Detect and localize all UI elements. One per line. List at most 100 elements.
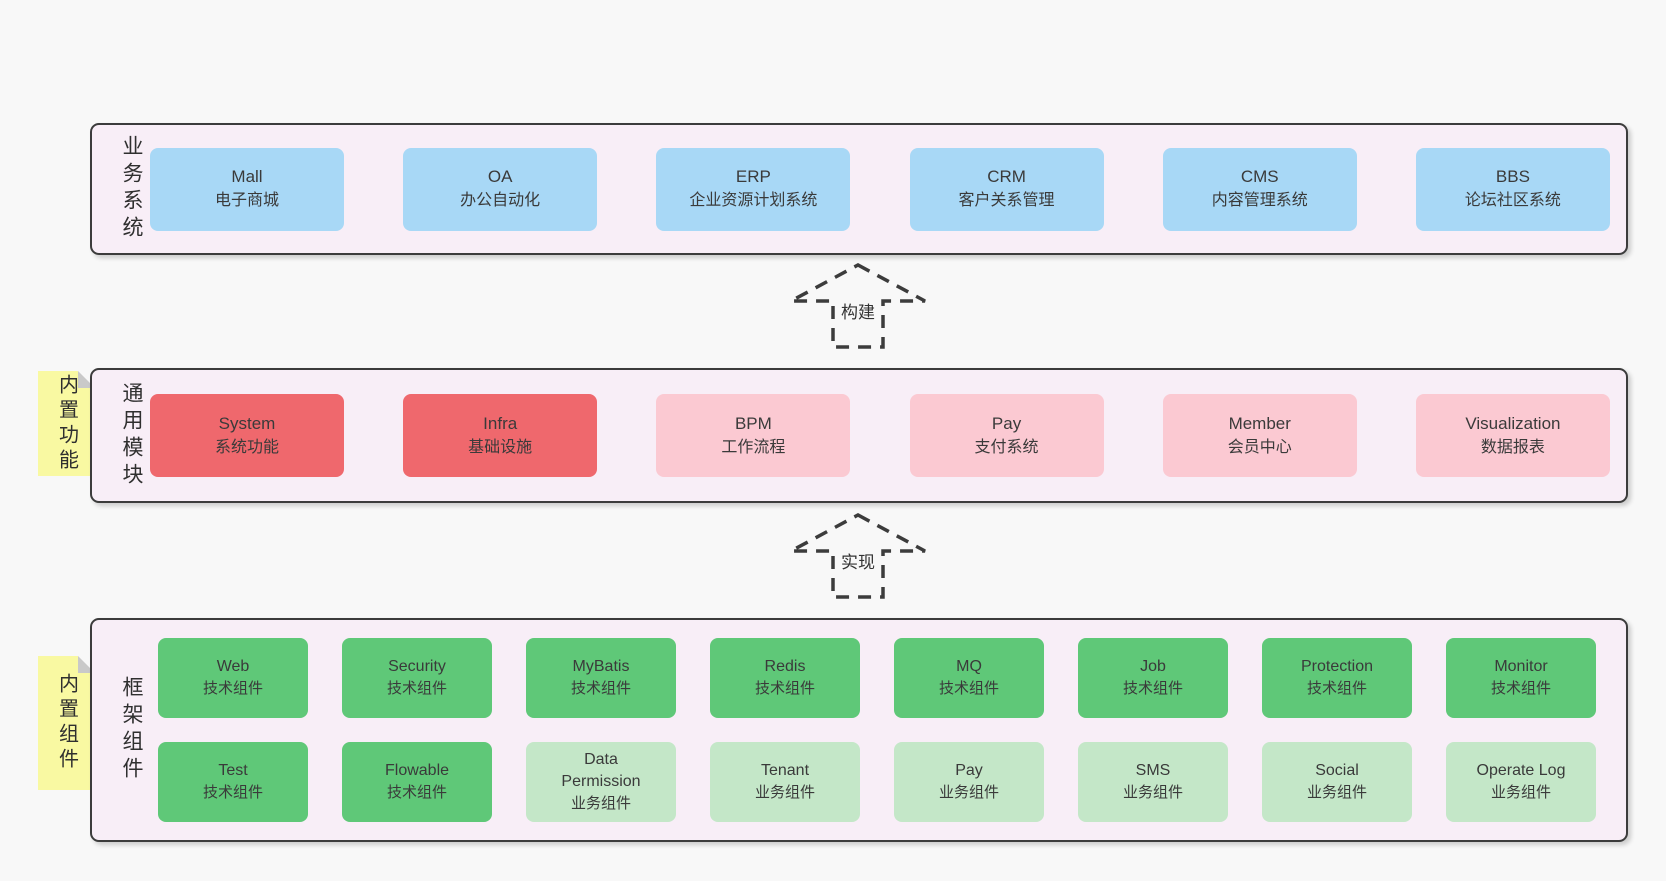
box-pay-component: Pay 业务组件 [894,742,1044,822]
box-title: Operate Log [1476,762,1566,779]
box-flowable: Flowable 技术组件 [342,742,492,822]
layer-common-modules: 通用模块 System 系统功能 Infra 基础设施 BPM 工作流程 Pay… [90,368,1628,503]
box-title: Flowable [384,762,450,779]
box-title: CRM [987,167,1026,186]
box-test: Test 技术组件 [158,742,308,822]
box-visualization: Visualization 数据报表 [1415,394,1610,477]
arrow-build: 构建 [788,262,928,350]
sticky-note-builtin-features: 内置功能 [38,371,95,476]
box-subtitle: 业务组件 [1122,784,1183,801]
box-title: OA [487,167,513,186]
box-social: Social 业务组件 [1262,742,1412,822]
box-subtitle: 技术组件 [570,680,631,697]
box-subtitle: 业务组件 [1306,784,1367,801]
business-systems-box-row: Mall 电子商城 OA 办公自动化 ERP 企业资源计划系统 CRM 客户关系… [150,147,1610,231]
box-title: Redis [764,658,806,675]
box-title: Social [1315,762,1359,779]
box-title: BPM [734,413,772,433]
box-title: BBS [1495,167,1530,186]
box-subtitle: 技术组件 [1122,680,1183,697]
box-operate-log: Operate Log 业务组件 [1446,742,1596,822]
box-cms: CMS 内容管理系统 [1162,147,1357,231]
box-title: Tenant [760,762,810,779]
framework-components-rows: Web 技术组件 Security 技术组件 MyBatis 技术组件 Redi… [150,638,1612,822]
box-title: Test [218,762,248,779]
box-data-permission: Data Permission 业务组件 [526,742,676,822]
framework-components-row-1: Web 技术组件 Security 技术组件 MyBatis 技术组件 Redi… [158,638,1596,718]
dashed-up-arrow-icon [790,513,926,599]
box-mall: Mall 电子商城 [150,147,344,231]
box-subtitle: 技术组件 [386,680,447,697]
box-security: Security 技术组件 [342,638,492,718]
box-title: Security [388,658,446,675]
sticky-note-label: 内置组件 [55,673,78,773]
box-system: System 系统功能 [150,394,344,477]
box-title: Mall [231,167,263,186]
box-mybatis: MyBatis 技术组件 [526,638,676,718]
box-job: Job 技术组件 [1078,638,1228,718]
box-title: Job [1140,658,1166,675]
box-subtitle: 系统功能 [214,438,279,456]
box-protection: Protection 技术组件 [1262,638,1412,718]
box-infra: Infra 基础设施 [403,394,598,477]
box-oa: OA 办公自动化 [403,147,598,231]
box-subtitle: 会员中心 [1227,438,1292,456]
box-title: System [218,413,276,433]
box-title: Visualization [1465,413,1561,433]
box-member: Member 会员中心 [1162,394,1357,477]
box-subtitle: 技术组件 [938,680,999,697]
box-title: Web [216,658,250,675]
dashed-up-arrow-icon [790,263,926,349]
sticky-note-builtin-components: 内置组件 [38,656,95,790]
box-title: MQ [956,658,982,675]
box-tenant: Tenant 业务组件 [710,742,860,822]
box-subtitle: 技术组件 [754,680,815,697]
box-title: Infra [483,413,518,433]
box-subtitle: 数据报表 [1480,438,1545,456]
box-subtitle: 业务组件 [1490,784,1551,801]
layer-label: 业务系统 [120,135,143,243]
box-pay-module: Pay 支付系统 [909,394,1104,477]
box-subtitle: 技术组件 [202,784,263,801]
box-subtitle: 企业资源计划系统 [689,192,818,209]
box-erp: ERP 企业资源计划系统 [656,147,851,231]
box-subtitle: 技术组件 [386,784,447,801]
sticky-note-label: 内置功能 [55,373,78,474]
box-subtitle: 基础设施 [468,438,533,456]
box-subtitle: 工作流程 [721,438,786,456]
box-subtitle: 业务组件 [938,784,999,801]
box-title: Pay [991,413,1022,433]
box-title: ERP [735,167,771,186]
arrow-label: 构建 [838,298,878,323]
box-subtitle: 技术组件 [202,680,263,697]
box-subtitle: 技术组件 [1306,680,1367,697]
box-bpm: BPM 工作流程 [656,394,851,477]
layer-label: 框架组件 [120,676,143,784]
box-mq: MQ 技术组件 [894,638,1044,718]
box-subtitle: 办公自动化 [460,192,541,209]
framework-components-row-2: Test 技术组件 Flowable 技术组件 Data Permission … [158,742,1596,822]
common-modules-box-row: System 系统功能 Infra 基础设施 BPM 工作流程 Pay 支付系统… [150,394,1610,477]
box-title: Protection [1300,658,1374,675]
box-title: CMS [1240,167,1279,186]
box-redis: Redis 技术组件 [710,638,860,718]
layer-framework-components: 框架组件 Web 技术组件 Security 技术组件 MyBatis 技术组件… [90,618,1628,842]
layer-label: 通用模块 [120,381,143,490]
arrow-label: 实现 [838,548,878,573]
box-subtitle: 支付系统 [974,438,1039,456]
box-sms: SMS 业务组件 [1078,742,1228,822]
box-title: Pay [955,762,983,779]
box-subtitle: 客户关系管理 [958,192,1055,209]
layer-business-systems: 业务系统 Mall 电子商城 OA 办公自动化 ERP 企业资源计划系统 CRM… [90,123,1628,255]
box-subtitle: 内容管理系统 [1211,192,1308,209]
box-title: Data Permission [561,751,641,790]
box-bbs: BBS 论坛社区系统 [1415,147,1610,231]
arrow-implement: 实现 [788,512,928,600]
box-subtitle: 电子商城 [214,192,279,209]
box-subtitle: 技术组件 [1490,680,1551,697]
box-web: Web 技术组件 [158,638,308,718]
box-title: MyBatis [572,658,630,675]
box-monitor: Monitor 技术组件 [1446,638,1596,718]
box-crm: CRM 客户关系管理 [909,147,1104,231]
